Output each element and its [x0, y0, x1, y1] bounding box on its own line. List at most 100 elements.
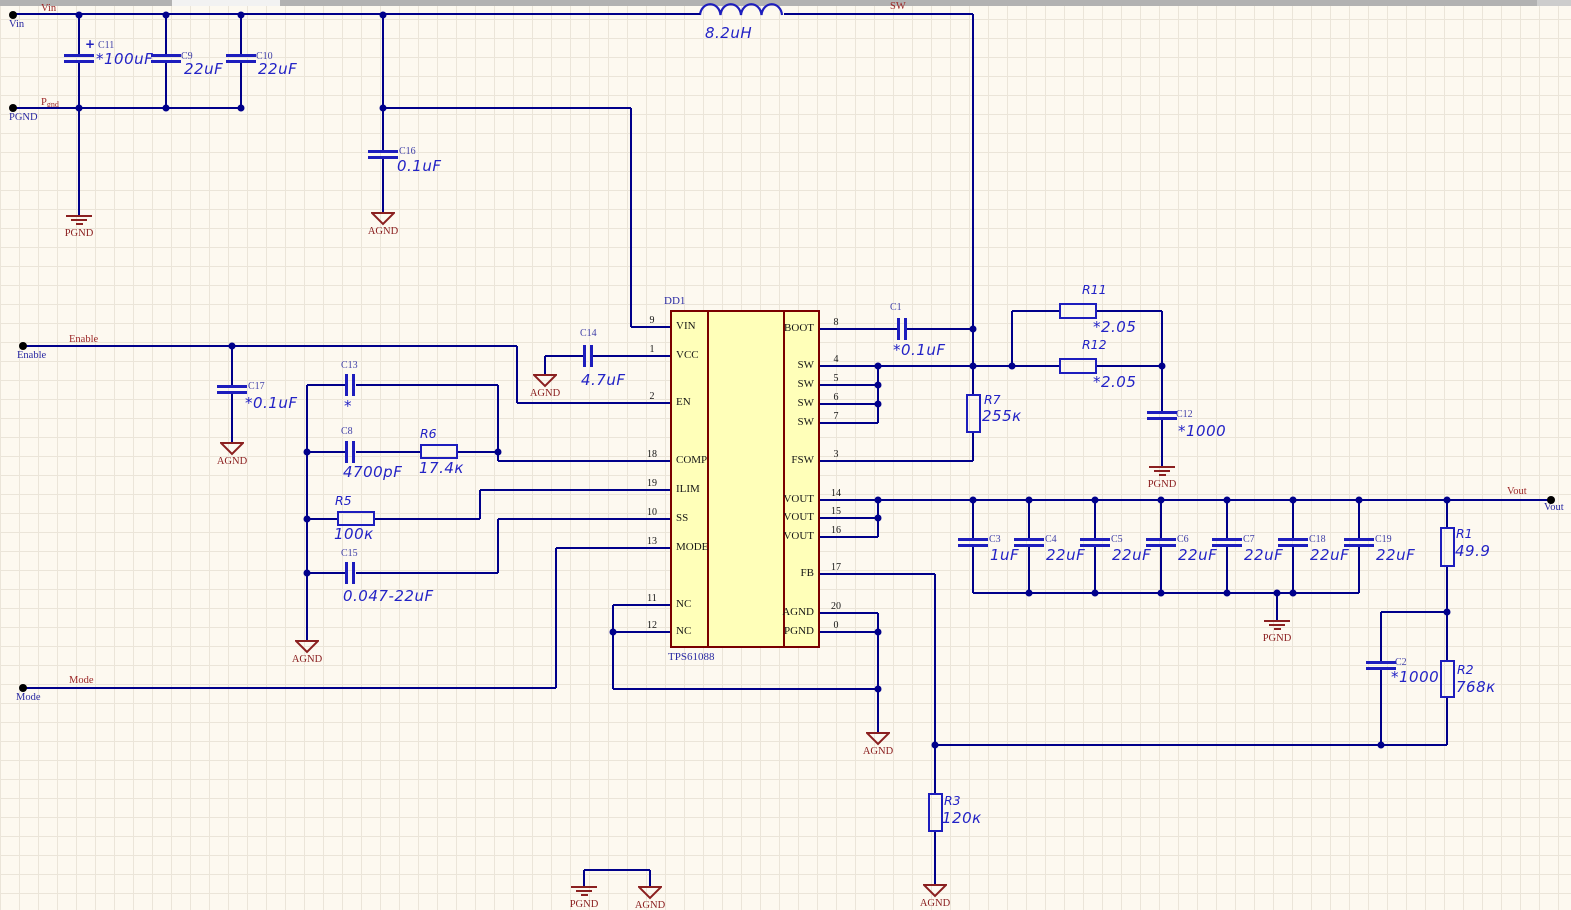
wire-segment[interactable]	[23, 345, 517, 347]
resistor-r3[interactable]	[928, 793, 943, 832]
c15-value[interactable]: 0.047-22uF	[343, 587, 434, 605]
c15-designator[interactable]: C15	[341, 548, 358, 559]
wire-segment[interactable]	[307, 572, 345, 574]
ic-part-number[interactable]: TPS61088	[668, 651, 715, 663]
wire-segment[interactable]	[820, 517, 878, 519]
capacitor-c10[interactable]	[226, 54, 256, 57]
port-dot[interactable]	[19, 684, 27, 692]
wire-segment[interactable]	[78, 63, 80, 215]
ic-tps61088-symbol[interactable]	[670, 310, 820, 648]
c9-value[interactable]: 22uF	[184, 60, 224, 78]
wire-segment[interactable]	[1096, 310, 1162, 312]
c13-value[interactable]: *	[344, 397, 352, 415]
wire-segment[interactable]	[497, 519, 499, 573]
net-label-vout[interactable]: Vout	[1507, 486, 1527, 497]
capacitor-c3[interactable]	[958, 538, 988, 541]
c1-designator[interactable]: C1	[890, 302, 902, 313]
c2-value[interactable]: *1000	[1391, 668, 1440, 686]
wire-segment[interactable]	[231, 394, 233, 442]
capacitor-c17[interactable]	[217, 385, 247, 388]
wire-segment[interactable]	[877, 613, 879, 732]
resistor-r6[interactable]	[420, 444, 458, 459]
r11-value[interactable]: *2.05	[1093, 318, 1137, 336]
wire-segment[interactable]	[13, 13, 700, 15]
capacitor-c15[interactable]	[345, 562, 348, 584]
capacitor-c18[interactable]	[1278, 544, 1308, 547]
capacitor-c6[interactable]	[1146, 538, 1176, 541]
wire-segment[interactable]	[497, 385, 499, 461]
c13-designator[interactable]: C13	[341, 360, 358, 371]
wire-segment[interactable]	[240, 63, 242, 108]
c11-value[interactable]: *100uF	[96, 50, 154, 68]
r12-designator[interactable]: R12	[1082, 337, 1107, 352]
resistor-r7[interactable]	[966, 394, 981, 433]
wire-segment[interactable]	[1380, 668, 1382, 745]
agnd-symbol[interactable]	[921, 884, 949, 903]
inductor-value[interactable]: 8.2uH	[705, 24, 753, 42]
wire-segment[interactable]	[240, 15, 242, 54]
wire-segment[interactable]	[544, 356, 546, 374]
capacitor-c12[interactable]	[1147, 411, 1177, 414]
capacitor-c4[interactable]	[1014, 538, 1044, 541]
c17-value[interactable]: *0.1uF	[245, 394, 298, 412]
wire-segment[interactable]	[1028, 500, 1030, 538]
resistor-r1[interactable]	[1440, 527, 1455, 567]
wire-segment[interactable]	[972, 433, 974, 461]
outcap-designator[interactable]: C3	[989, 534, 1001, 545]
outcap-designator[interactable]: C19	[1375, 534, 1392, 545]
port-mode[interactable]: Mode	[16, 692, 41, 703]
wire-segment[interactable]	[382, 15, 384, 150]
outcap-value[interactable]: 22uF	[1112, 546, 1152, 564]
wire-segment[interactable]	[613, 688, 878, 690]
wire-segment[interactable]	[307, 451, 345, 453]
wire-segment[interactable]	[1358, 547, 1360, 593]
capacitor-c11[interactable]	[64, 54, 94, 57]
resistor-r11[interactable]	[1059, 303, 1097, 319]
c16-designator[interactable]: C16	[399, 146, 416, 157]
c12-value[interactable]: *1000	[1178, 422, 1227, 440]
c10-value[interactable]: 22uF	[258, 60, 298, 78]
wire-segment[interactable]	[820, 328, 897, 330]
outcap-value[interactable]: 22uF	[1376, 546, 1416, 564]
port-pgnd[interactable]: PGND	[9, 112, 38, 123]
pgnd-symbol[interactable]	[66, 215, 92, 226]
wire-segment[interactable]	[820, 365, 1059, 367]
c17-designator[interactable]: C17	[248, 381, 265, 392]
wire-segment[interactable]	[1096, 365, 1162, 367]
wire-segment[interactable]	[1011, 311, 1013, 366]
wire-segment[interactable]	[1292, 500, 1294, 538]
capacitor-c1[interactable]	[904, 318, 907, 340]
capacitor-c7[interactable]	[1212, 538, 1242, 541]
outcap-designator[interactable]: C18	[1309, 534, 1326, 545]
c2-designator[interactable]: C2	[1395, 657, 1407, 668]
port-dot[interactable]	[19, 342, 27, 350]
capacitor-c9[interactable]	[151, 60, 181, 63]
capacitor-c8[interactable]	[345, 441, 348, 463]
wire-segment[interactable]	[1160, 547, 1162, 593]
wire-segment[interactable]	[820, 403, 878, 405]
resistor-r2[interactable]	[1440, 660, 1455, 698]
capacitor-c13[interactable]	[345, 374, 348, 396]
wire-segment[interactable]	[556, 547, 670, 549]
wire-segment[interactable]	[820, 460, 973, 462]
wire-segment[interactable]	[1292, 547, 1294, 593]
net-label-enable[interactable]: Enable	[69, 334, 99, 345]
capacitor-c2[interactable]	[1366, 667, 1396, 670]
wire-segment[interactable]	[165, 15, 167, 54]
wire-segment[interactable]	[1446, 698, 1448, 745]
wire-segment[interactable]	[612, 605, 614, 689]
wire-segment[interactable]	[517, 402, 670, 404]
wire-segment[interactable]	[593, 355, 670, 357]
net-label-sw[interactable]: SW	[890, 1, 906, 12]
wire-segment[interactable]	[458, 451, 498, 453]
wire-segment[interactable]	[972, 14, 974, 394]
wire-segment[interactable]	[1276, 593, 1278, 620]
capacitor-c14[interactable]	[583, 345, 586, 367]
capacitor-c9[interactable]	[151, 54, 181, 57]
port-vout[interactable]: Vout	[1544, 502, 1564, 513]
agnd-symbol[interactable]	[864, 732, 892, 751]
wire-segment[interactable]	[1226, 500, 1228, 538]
capacitor-c5[interactable]	[1080, 538, 1110, 541]
capacitor-c15[interactable]	[352, 562, 355, 584]
wire-segment[interactable]	[307, 518, 337, 520]
